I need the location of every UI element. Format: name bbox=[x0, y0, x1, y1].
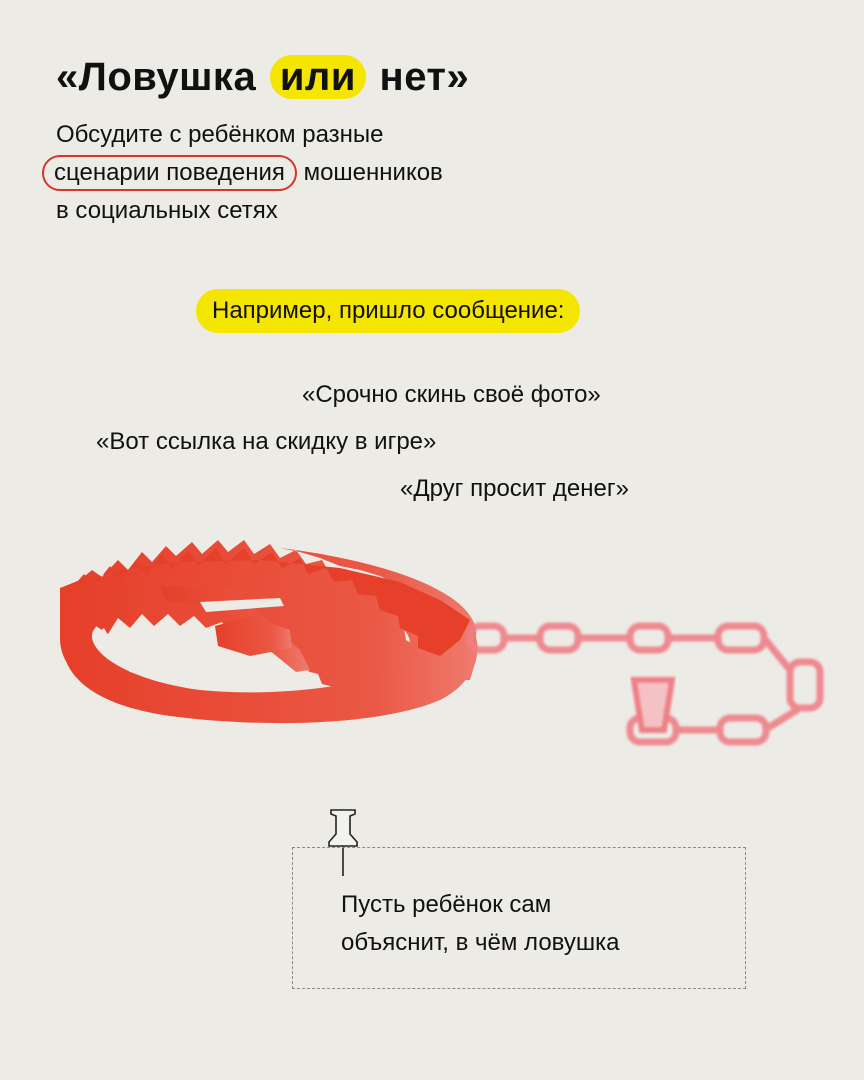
stake-icon bbox=[630, 677, 676, 733]
note-box: Пусть ребёнок сам объяснит, в чём ловушк… bbox=[292, 847, 746, 989]
title-after: нет» bbox=[379, 55, 470, 99]
pushpin-icon bbox=[328, 809, 358, 876]
quote-3: «Друг просит денег» bbox=[400, 475, 629, 502]
subtitle: Обсудите с ребёнком разные сценарии пове… bbox=[42, 116, 443, 230]
circled-phrase: сценарии поведения bbox=[42, 155, 297, 191]
page-title: «Ловушка или нет» bbox=[56, 52, 469, 102]
note-line2: объяснит, в чём ловушка bbox=[341, 929, 620, 956]
trap-icon bbox=[60, 540, 478, 724]
title-before: «Ловушка bbox=[56, 55, 257, 99]
subtitle-line2: сценарии поведения мошенников bbox=[42, 154, 443, 192]
quote-2: «Вот ссылка на скидку в игре» bbox=[96, 428, 437, 455]
quote-1: «Срочно скинь своё фото» bbox=[302, 381, 601, 408]
example-label: Например, пришло сообщение: bbox=[196, 289, 581, 333]
title-highlight: или bbox=[269, 55, 366, 99]
bear-trap-illustration bbox=[60, 540, 824, 746]
chain-icon bbox=[466, 622, 824, 746]
subtitle-line3: в социальных сетях bbox=[56, 197, 278, 224]
note-text: Пусть ребёнок сам объяснит, в чём ловушк… bbox=[341, 886, 620, 962]
subtitle-line1: Обсудите с ребёнком разные bbox=[56, 121, 384, 148]
note-line1: Пусть ребёнок сам bbox=[341, 891, 552, 918]
subtitle-line2-rest: мошенников bbox=[303, 159, 443, 186]
